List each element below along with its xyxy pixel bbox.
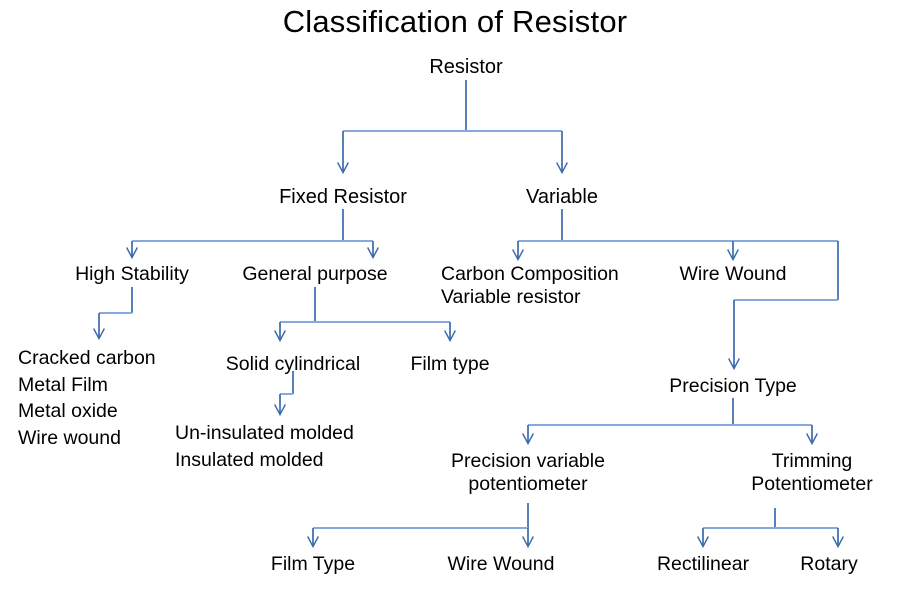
node-precision-type: Precision Type <box>669 375 797 397</box>
edge-solid-cylindrical-to-molded <box>280 371 294 414</box>
node-high-stability: High Stability <box>75 263 189 285</box>
edge-general-purpose-to-level4 <box>280 287 450 340</box>
node-carbon-composition-variable-resistor: Carbon Composition Variable resistor <box>441 263 619 309</box>
list-item: Metal oxide <box>18 400 118 423</box>
node-trimming-line1: Trimming <box>771 450 853 472</box>
node-solid-cylindrical: Solid cylindrical <box>225 353 361 375</box>
edge-trimming-to-bottom <box>703 508 838 546</box>
list-item: Cracked carbon <box>18 347 156 369</box>
node-trimming-potentiometer: Trimming Potentiometer <box>751 450 872 496</box>
node-high-stability-leaf-list: Cracked carbon Metal Film Metal oxide Wi… <box>18 345 156 451</box>
node-general-purpose: General purpose <box>242 263 388 285</box>
edge-fixed-to-level3 <box>132 209 373 257</box>
node-molded-list: Un-insulated molded Insulated molded <box>175 420 354 473</box>
list-item: Metal Film <box>18 373 108 396</box>
list-item: Wire wound <box>18 426 121 449</box>
node-precision-variable-potentiometer: Precision variable potentiometer <box>451 450 605 496</box>
node-resistor: Resistor <box>429 56 503 78</box>
list-item: Insulated molded <box>175 448 324 471</box>
page-title: Classification of Resistor <box>282 4 628 39</box>
node-wire-wound-precision: Wire Wound <box>447 553 555 575</box>
node-wire-wound-variable: Wire Wound <box>679 263 787 285</box>
edge-precision-variable-to-bottom <box>313 503 528 546</box>
edge-precision-type-to-level5 <box>528 398 812 443</box>
edge-resistor-to-level2 <box>343 80 562 172</box>
node-film-type-precision: Film Type <box>270 553 356 575</box>
node-precision-variable-line2: potentiometer <box>468 473 588 495</box>
node-rotary: Rotary <box>800 553 858 575</box>
node-carbon-composition-line2: Variable resistor <box>441 286 581 308</box>
node-carbon-composition-line1: Carbon Composition <box>441 263 619 285</box>
node-rectilinear: Rectilinear <box>656 553 750 575</box>
list-item: Un-insulated molded <box>175 422 354 444</box>
node-precision-variable-line1: Precision variable <box>451 450 605 472</box>
node-fixed-resistor: Fixed Resistor <box>279 186 407 208</box>
edge-high-stability-to-leaves <box>99 287 133 338</box>
node-variable: Variable <box>526 186 598 208</box>
node-film-type-fixed: Film type <box>410 353 490 375</box>
node-trimming-line2: Potentiometer <box>751 473 873 495</box>
